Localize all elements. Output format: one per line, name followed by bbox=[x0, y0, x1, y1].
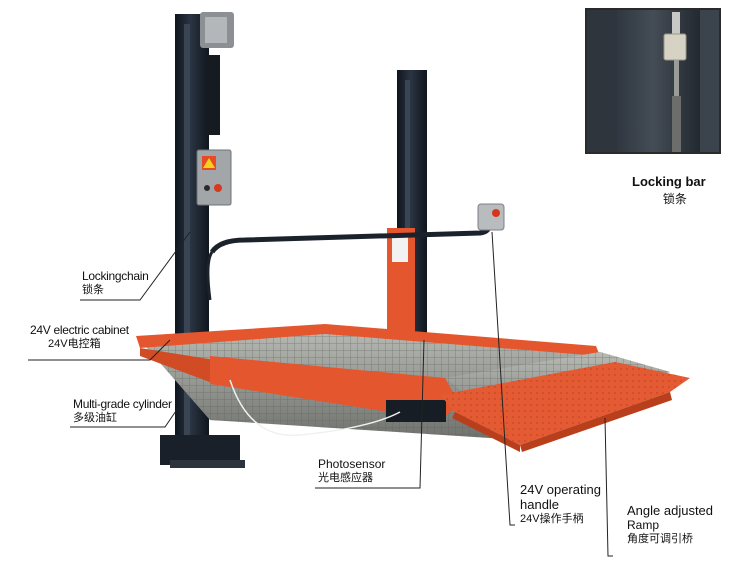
callout-operating-handle: 24V operating handle 24V操作手柄 bbox=[520, 482, 601, 526]
callout-photosensor-en: Photosensor bbox=[318, 457, 386, 471]
electric-cabinet bbox=[196, 149, 232, 206]
callout-operating-handle-en-2: handle bbox=[520, 496, 560, 512]
hydraulic-hose bbox=[229, 379, 401, 437]
callout-ramp-cn: 角度可调引桥 bbox=[627, 532, 693, 545]
callout-locking-chain: Lockingchain 锁条 bbox=[82, 269, 149, 296]
callout-electric-cabinet: 24V electric cabinet 24V电控箱 bbox=[30, 323, 129, 350]
callout-locking-chain-en: Lockingchain bbox=[82, 269, 149, 283]
inset-title-en: Locking bar bbox=[632, 174, 706, 189]
angle-adjusted-ramp bbox=[440, 362, 690, 452]
callout-locking-chain-cn: 锁条 bbox=[82, 283, 104, 296]
operating-handle bbox=[206, 203, 505, 301]
callout-cylinder-cn: 多级油缸 bbox=[73, 411, 117, 424]
locking-bar-inset-frame bbox=[585, 8, 721, 154]
callout-leader-lines bbox=[28, 231, 613, 557]
callout-electric-cabinet-en: 24V electric cabinet bbox=[30, 323, 129, 337]
callout-ramp: Angle adjusted Ramp 角度可调引桥 bbox=[627, 503, 714, 545]
callout-cylinder-en: Multi-grade cylinder bbox=[73, 397, 172, 411]
callout-operating-handle-en-1: 24V operating bbox=[520, 482, 601, 497]
callout-photosensor-cn: 光电感应器 bbox=[318, 471, 373, 484]
inset-title-cn: 锁条 bbox=[662, 191, 687, 206]
callout-electric-cabinet-cn: 24V电控箱 bbox=[48, 337, 101, 350]
callout-ramp-en-1: Angle adjusted bbox=[627, 503, 714, 518]
locking-bar-inset-image bbox=[587, 10, 719, 152]
callout-operating-handle-cn: 24V操作手柄 bbox=[520, 512, 584, 525]
callout-photosensor: Photosensor 光电感应器 bbox=[318, 457, 386, 484]
callout-cylinder: Multi-grade cylinder 多级油缸 bbox=[73, 397, 172, 424]
inset-caption: Locking bar 锁条 bbox=[632, 174, 706, 207]
callout-ramp-en-2: Ramp bbox=[627, 517, 660, 532]
